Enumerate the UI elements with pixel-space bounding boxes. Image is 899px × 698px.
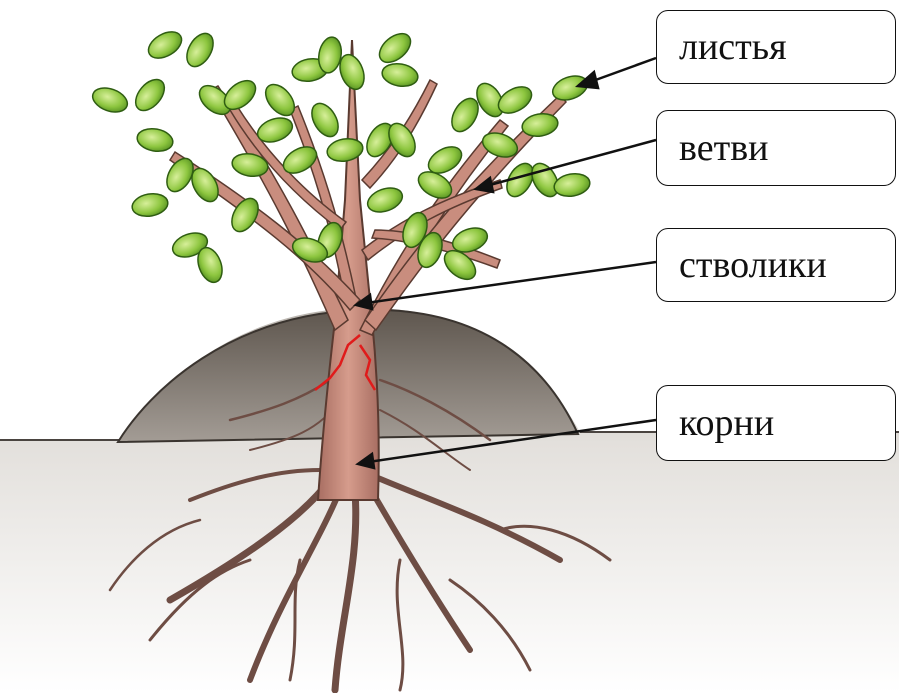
label-roots: корни bbox=[656, 385, 896, 461]
label-stems: стволики bbox=[656, 228, 896, 302]
label-branches-text: ветви bbox=[679, 126, 768, 170]
label-branches: ветви bbox=[656, 110, 896, 186]
label-stems-text: стволики bbox=[679, 243, 827, 287]
label-leaves-text: листья bbox=[679, 25, 787, 69]
label-roots-text: корни bbox=[679, 401, 774, 445]
label-leaves: листья bbox=[656, 10, 896, 84]
